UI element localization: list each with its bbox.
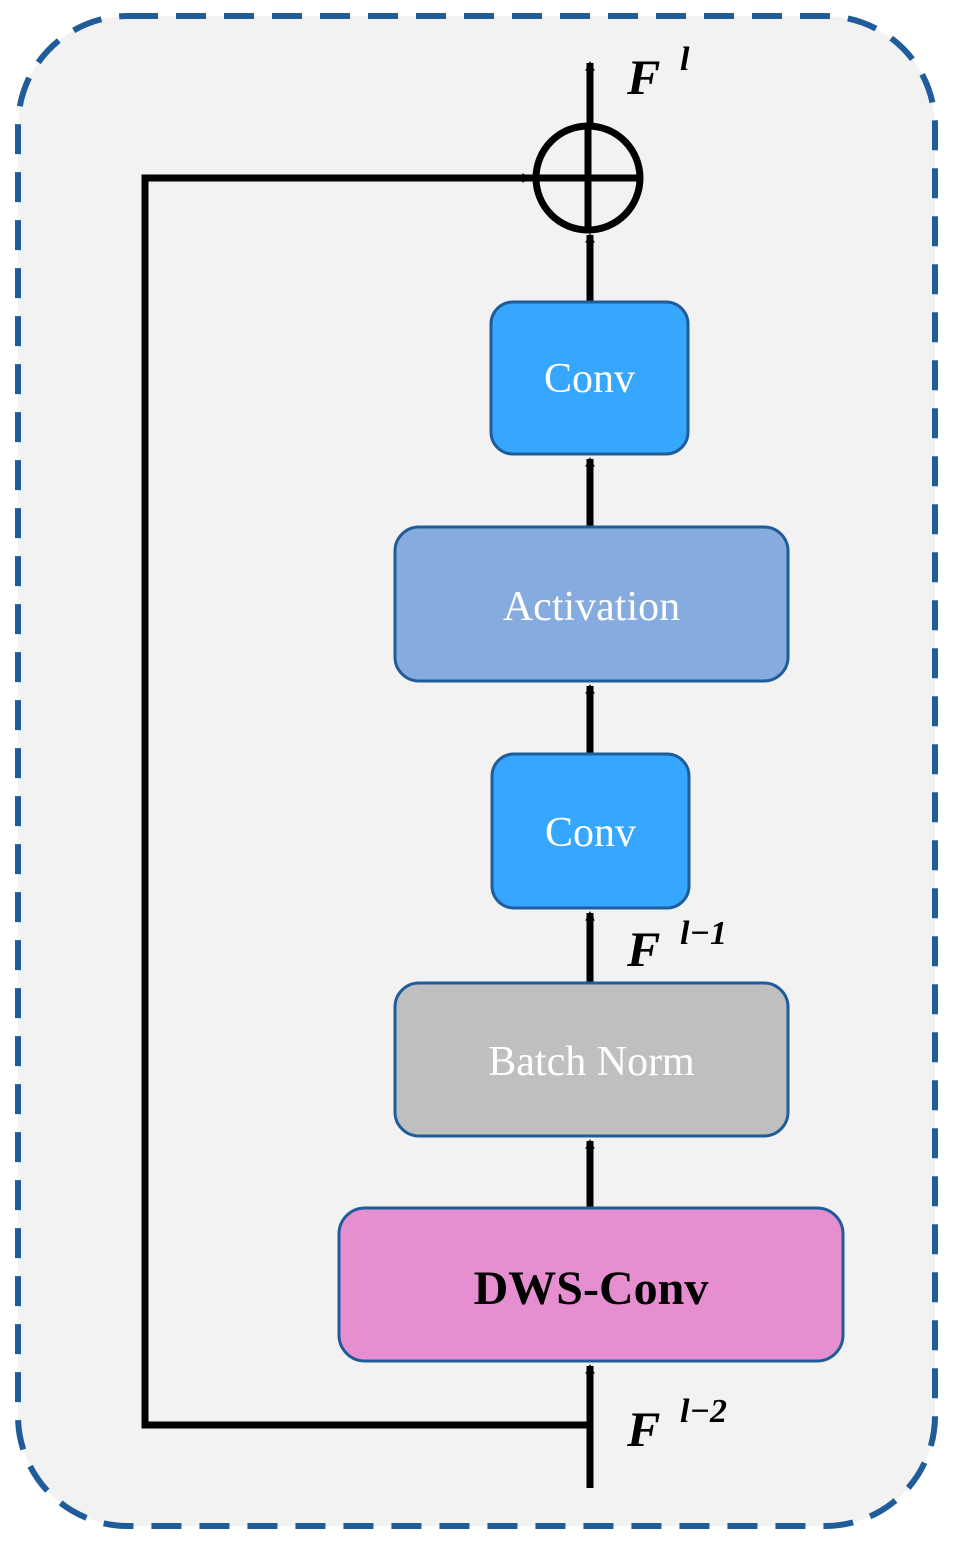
output-label-sup: l (680, 41, 690, 78)
conv-top-block (489, 300, 690, 456)
dws-conv-block (337, 1206, 845, 1363)
mid-label: F l−1 (626, 915, 727, 977)
batch-norm-block (393, 981, 790, 1138)
input-label: F l−2 (626, 1393, 727, 1457)
output-label: F l (626, 41, 690, 105)
input-label-sup: l−2 (680, 1393, 727, 1430)
mid-label-base: F (626, 921, 660, 977)
batch-norm-label: Batch Norm (488, 1039, 695, 1085)
conv-top-label: Conv (544, 356, 635, 402)
mid-label-sup: l−1 (680, 915, 727, 952)
conv-mid-label: Conv (545, 810, 636, 856)
add-operator-icon (532, 122, 644, 234)
skip-connection-line (141, 174, 590, 1429)
activation-label: Activation (503, 584, 680, 630)
block-panel (15, 13, 938, 1529)
input-label-base: F (626, 1401, 660, 1457)
activation-block (393, 525, 790, 683)
conv-mid-block (490, 752, 691, 910)
dws-conv-label: DWS-Conv (474, 1262, 709, 1315)
output-label-base: F (626, 49, 660, 105)
